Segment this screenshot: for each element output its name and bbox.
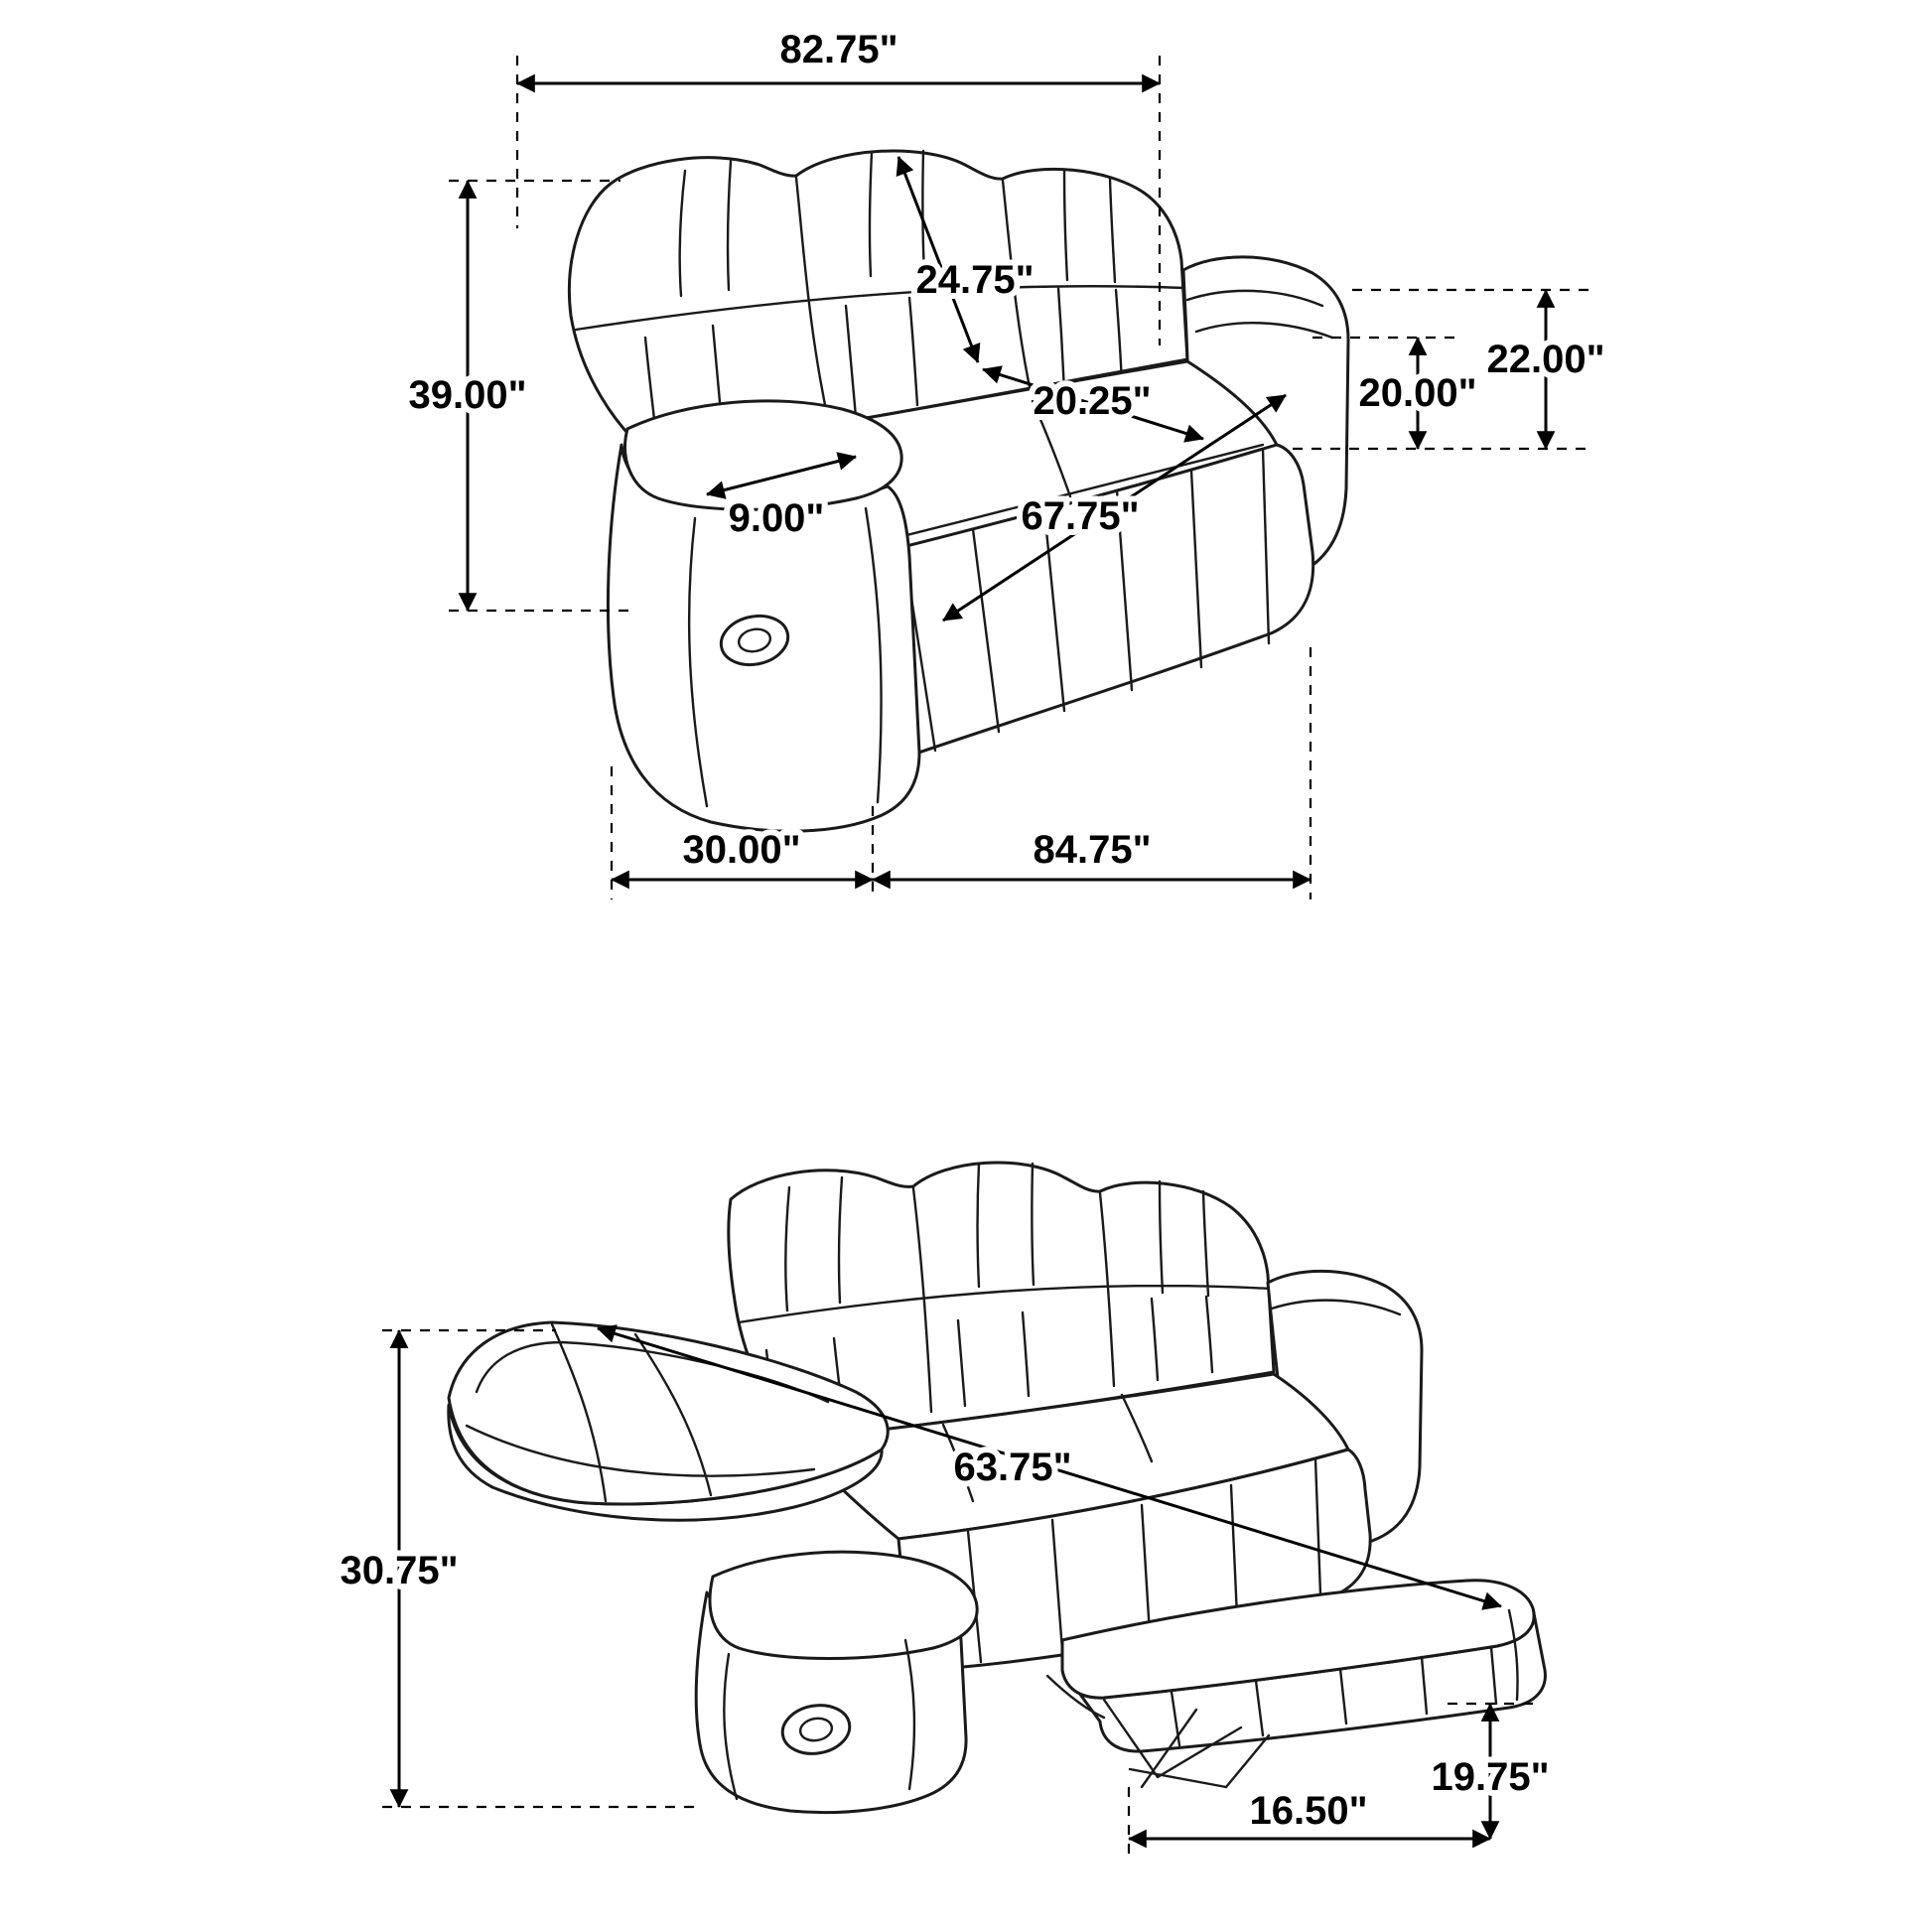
dim-label-seat-depth: 20.25"	[1033, 379, 1151, 423]
recliner-handle	[719, 614, 790, 667]
dim-reclined-length: 63.75"	[597, 1324, 1502, 1610]
dim-label-seat-back-height: 20.00"	[1358, 371, 1476, 415]
dim-seat-back-height: 20.00"	[1312, 336, 1483, 450]
dim-overall-height: 39.00"	[402, 179, 637, 613]
footrest-seams	[1170, 1608, 1519, 1747]
dim-label-reclined-length: 63.75"	[953, 1446, 1071, 1489]
dim-label-reclined-back-height: 30.75"	[340, 1549, 458, 1592]
reclined-right-arm-seam	[1270, 1299, 1402, 1316]
dim-label-arm-front-depth: 30.00"	[682, 828, 800, 872]
left-arm-top-pad	[623, 399, 903, 511]
left-arm-seams	[687, 506, 883, 808]
reclined-left-arm-seams	[723, 1638, 916, 1801]
dim-label-footrest-base-depth: 16.50"	[1249, 1789, 1367, 1833]
dim-seat-width: 67.75"	[942, 393, 1287, 622]
dim-overall-width: 82.75"	[515, 22, 1162, 345]
reclined-recliner-handle	[780, 1704, 852, 1755]
dim-arm-top-width: 9.00"	[706, 452, 857, 546]
sofa-reclined-view: 63.75" 30.75" 19.75" 16.50"	[334, 1161, 1556, 1857]
footrest-linkage	[1045, 1674, 1271, 1789]
dim-footrest-height: 19.75"	[1425, 1702, 1556, 1840]
dim-arm-front-depth: 30.00"	[610, 766, 875, 899]
dim-back-cushion-height: 24.75"	[896, 156, 1040, 363]
dim-label-footrest-height: 19.75"	[1431, 1755, 1549, 1799]
sofa-upright-view: 82.75" 24.75" 39.00" 22.00" 20.00"	[402, 22, 1611, 899]
dim-reclined-back-height: 30.75"	[334, 1328, 695, 1809]
dim-side-width: 84.75"	[872, 647, 1312, 899]
dim-label-back-cushion-height: 24.75"	[915, 258, 1034, 302]
dim-label-seat-width: 67.75"	[1021, 494, 1139, 538]
dim-footrest-base-depth: 16.50"	[1127, 1783, 1491, 1857]
dim-label-overall-width: 82.75"	[779, 28, 897, 71]
dim-label-overall-height: 39.00"	[408, 373, 526, 417]
dim-label-side-width: 84.75"	[1033, 828, 1151, 872]
dim-label-arm-height: 22.00"	[1486, 338, 1604, 381]
reclined-left-arm-top-pad	[708, 1550, 979, 1660]
sofa-upright-drawing	[567, 149, 1350, 833]
dim-label-arm-top-width: 9.00"	[729, 496, 825, 540]
reclined-back-slab-seams	[465, 1322, 830, 1503]
dim-arm-height: 22.00"	[1293, 288, 1611, 451]
right-arm-seams	[1185, 289, 1334, 340]
